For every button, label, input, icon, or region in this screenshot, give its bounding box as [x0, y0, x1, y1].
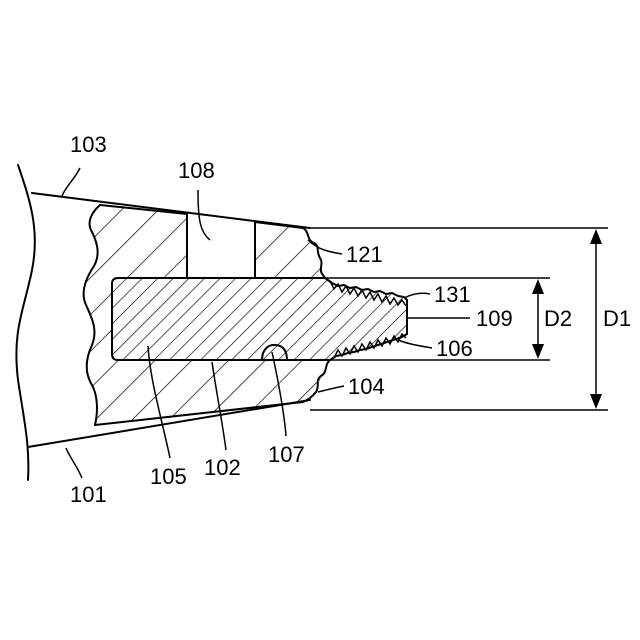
leader-104 [318, 386, 344, 392]
label-108: 108 [178, 158, 215, 183]
d1-arrow-top [590, 229, 602, 244]
label-109: 109 [476, 306, 513, 331]
label-104: 104 [348, 374, 385, 399]
label-d1: D1 [603, 306, 631, 331]
leader-101 [66, 448, 82, 478]
d2-arrow-top [532, 279, 544, 294]
label-106: 106 [436, 336, 473, 361]
label-102: 102 [204, 455, 241, 480]
leader-106 [398, 340, 432, 348]
label-131: 131 [434, 282, 471, 307]
d1-arrow-bottom [590, 394, 602, 409]
label-d2: D2 [544, 306, 572, 331]
label-101: 101 [70, 482, 107, 507]
label-121: 121 [346, 242, 383, 267]
label-107: 107 [268, 442, 305, 467]
housing-outline [16, 165, 34, 480]
d2-arrow-bottom [532, 344, 544, 359]
label-103: 103 [70, 132, 107, 157]
leader-103 [62, 168, 80, 196]
leader-131 [404, 293, 430, 298]
label-105: 105 [150, 464, 187, 489]
